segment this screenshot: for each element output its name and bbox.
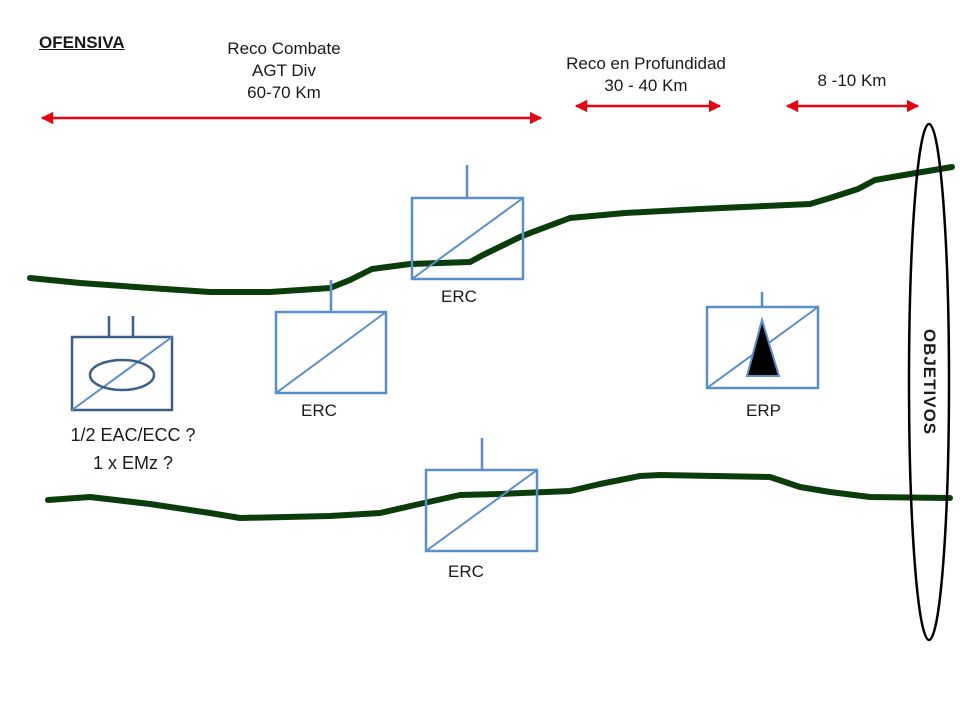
reserve-label: 1/2 EAC/ECC ? 1 x EMz ? <box>48 421 218 477</box>
erp-label: ERP <box>746 401 781 420</box>
erc-bottom-symbol <box>424 438 539 553</box>
reserve-unit-symbol <box>70 316 174 412</box>
erc-top-label: ERC <box>441 287 477 306</box>
erc-bottom-label: ERC <box>448 562 484 581</box>
reco-combate-line3: 60-70 Km <box>247 83 321 102</box>
final-distance-label: 8 -10 Km <box>817 71 887 90</box>
reco-combate-line1: Reco Combate <box>227 39 341 58</box>
objective-ellipse <box>907 122 951 642</box>
reco-profundidad-label: Reco en Profundidad 30 - 40 Km <box>546 53 746 97</box>
erc-middle-symbol <box>274 280 388 395</box>
erc-middle-label: ERC <box>301 401 337 420</box>
erc-top-symbol <box>410 165 525 281</box>
reco-combate-label: Reco Combate AGT Div 60-70 Km <box>204 38 364 104</box>
triangle-icon <box>745 316 781 377</box>
erp-symbol <box>705 292 820 390</box>
page-title: OFENSIVA <box>39 33 125 52</box>
upper-boundary-line <box>27 164 955 295</box>
reserve-line1: 1/2 EAC/ECC ? <box>70 425 196 445</box>
track-oval-icon <box>88 358 156 392</box>
objective-label: OBJETIVOS <box>920 328 939 436</box>
reserve-line2: 1 x EMz ? <box>92 453 174 473</box>
reco-combate-line2: AGT Div <box>252 61 316 80</box>
reco-profundidad-line1: Reco en Profundidad <box>566 54 726 73</box>
reco-profundidad-line2: 30 - 40 Km <box>604 76 688 95</box>
lower-boundary-line <box>45 472 953 521</box>
